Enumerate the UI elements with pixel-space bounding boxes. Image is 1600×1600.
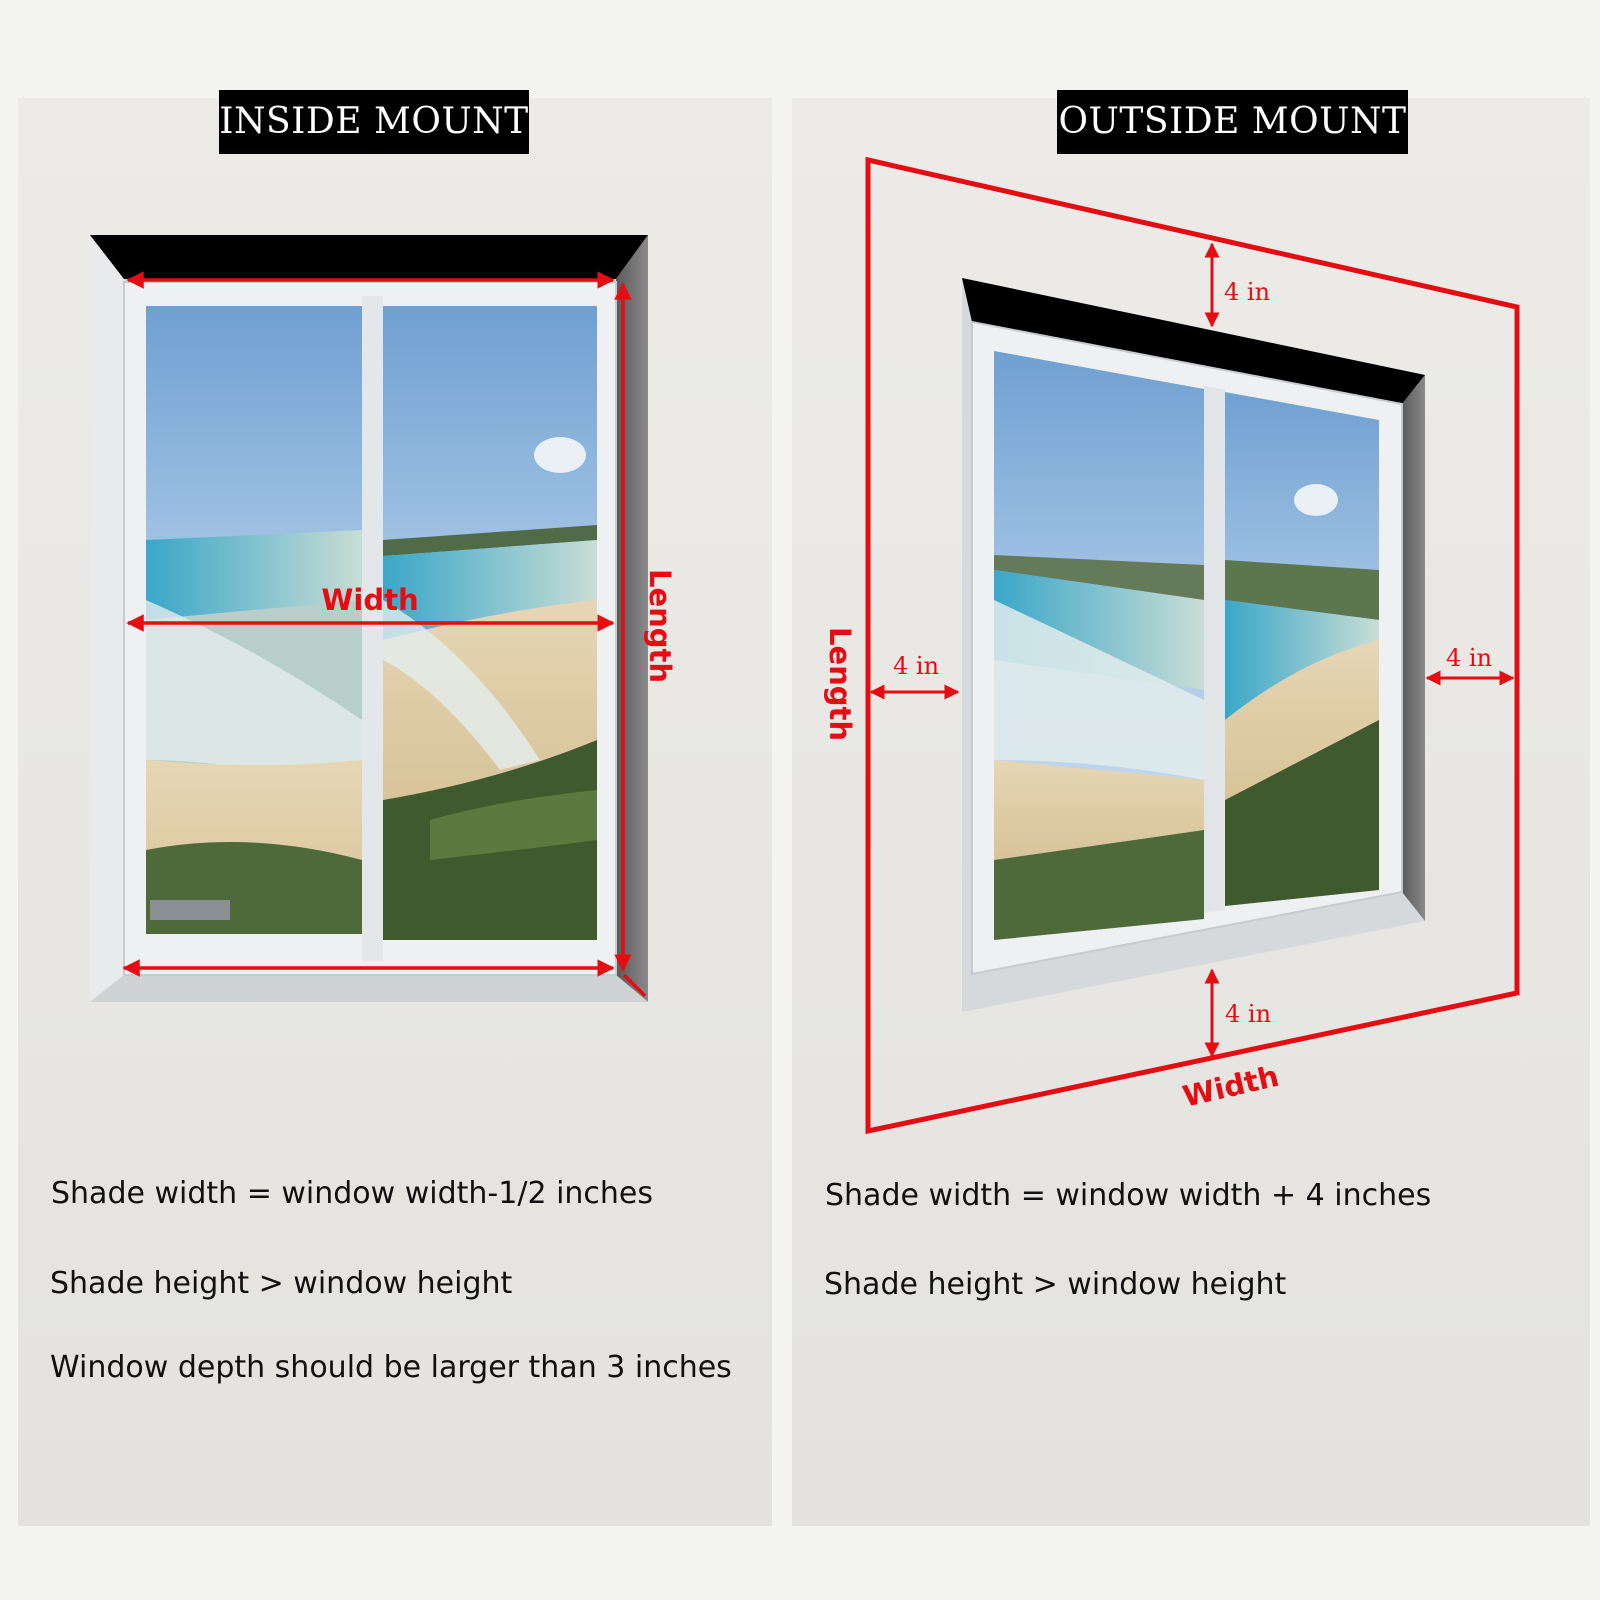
outside-measurements: 4 in 4 in 4 in 4 in Width Length [823,156,1520,1135]
inside-window-mullion [362,296,383,961]
inside-length-label: Length [643,569,677,683]
outside-left-pane [994,351,1204,940]
outside-window-side-shadow [1402,375,1425,921]
outside-window-mullion [1204,386,1225,913]
inside-mount-title: INSIDE MOUNT [219,90,529,154]
inside-note-shade-height: Shade height > window height [50,1266,513,1301]
outside-shade-outline [865,156,1520,1135]
outside-bottom-margin-label: 4 in [1225,1000,1271,1028]
outside-length-label: Length [823,627,857,741]
inside-left-pane [146,306,362,934]
inside-depth-line [622,973,647,998]
outside-right-margin-label: 4 in [1446,644,1492,672]
inside-window [90,235,648,1002]
outside-note-shade-height: Shade height > window height [824,1267,1287,1302]
inside-note-window-depth: Window depth should be larger than 3 inc… [50,1350,732,1385]
outside-right-pane [1225,392,1379,906]
outside-window-top-shadow [962,278,1425,404]
inside-window-top-shadow [90,235,648,279]
inside-note-shade-width: Shade width = window width-1/2 inches [51,1176,654,1211]
outside-window [962,278,1425,1012]
outside-left-margin-label: 4 in [893,652,939,680]
inside-measurements: Width Length [122,271,677,998]
outside-mount-title: OUTSIDE MOUNT [1057,90,1408,154]
outside-note-shade-width: Shade width = window width + 4 inches [825,1178,1432,1213]
outside-width-label: Width [1180,1059,1282,1114]
outside-top-margin-label: 4 in [1224,278,1270,306]
inside-width-label: Width [321,583,418,617]
